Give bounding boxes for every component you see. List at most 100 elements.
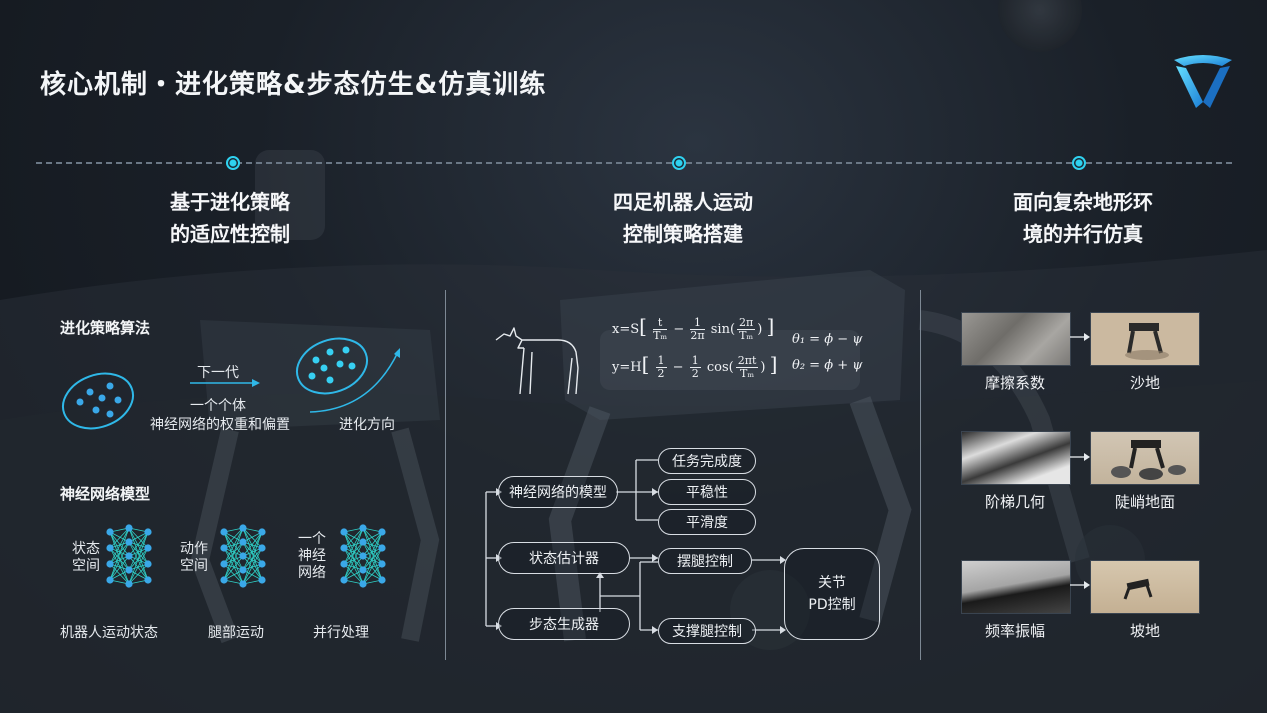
nn-item-1-side-label: 状态 空间 [72, 541, 100, 575]
formula-x-frac-t-num: t [653, 317, 668, 330]
column-head-2-line2: 控制策略搭建 [623, 222, 743, 246]
sand-robot-icon [1125, 323, 1169, 360]
smoothness-box: 平滑度 [658, 509, 756, 535]
terrain-row-3-right-label: 坡地 [1129, 622, 1160, 640]
column-head-1-line1: 基于进化策略 [170, 190, 290, 214]
nn-item-1-caption: 机器人运动状态 [60, 625, 158, 641]
joint-pd-line1: 关节 [818, 575, 846, 591]
neural-network-icon-3 [340, 524, 386, 588]
evolved-population-icon [296, 337, 400, 413]
nn-item-2-side-label: 动作 空间 [180, 541, 208, 575]
terrain-row-1-arrow-icon [1070, 333, 1090, 341]
terrain-row-2-arrow-icon [1070, 453, 1090, 461]
nn-item-2-side-line1: 动作 [180, 541, 208, 557]
formula-x-frac-2-den: Tₘ [739, 329, 754, 342]
page-title: 核心机制・进化策略&步态仿生&仿真训练 [40, 70, 547, 100]
formula-y-prefix: y=H [612, 360, 642, 375]
nn-item-2-side-line2: 空间 [180, 558, 208, 574]
column-head-1-line2: 的适应性控制 [170, 222, 290, 246]
gait-generator-box: 步态生成器 [498, 608, 630, 640]
timeline-node-2 [672, 156, 686, 170]
formula-theta1: θ₁ = ϕ − ψ [792, 332, 863, 347]
column-head-1: 基于进化策略 的适应性控制 [120, 186, 340, 250]
timeline-divider [36, 162, 1232, 166]
nn-model-box: 神经网络的模型 [498, 476, 618, 508]
weights-bias-label: 神经网络的权重和偏置 [150, 417, 290, 433]
friction-texture-image [961, 312, 1071, 366]
column-head-2: 四足机器人运动 控制策略搭建 [568, 186, 798, 250]
formula-x-prefix: x=S [612, 322, 640, 337]
evolution-section-title: 进化策略算法 [60, 319, 151, 337]
population-cluster-icon [62, 372, 134, 430]
nn-item-1-side-line2: 空间 [72, 558, 100, 574]
joint-pd-control-box: 关节 PD控制 [784, 548, 880, 640]
column-divider-2 [920, 290, 921, 660]
slope-terrain-image [1090, 560, 1200, 614]
formula-y-cos: cos( [706, 360, 734, 375]
terrain-row-3-left-label: 频率振幅 [984, 622, 1045, 640]
terrain-row-3-arrow-icon [1070, 581, 1090, 589]
nn-item-3-side-line3: 网络 [298, 565, 326, 581]
nn-item-3-caption: 并行处理 [313, 625, 369, 641]
dog-outline-icon [495, 327, 579, 395]
formula-x-frac-2-num: 2π [737, 316, 756, 330]
nn-model-section-title: 神经网络模型 [60, 485, 151, 503]
formula-x-close: ) [757, 322, 763, 337]
formula-y-frac-half-2-den: 2 [691, 367, 699, 380]
neural-network-icon-2 [220, 524, 266, 588]
slope-robot-icon [1123, 578, 1153, 600]
timeline-node-1 [226, 156, 240, 170]
individual-label: 一个个体 [190, 398, 246, 414]
column-head-3: 面向复杂地形环 境的并行仿真 [968, 186, 1198, 250]
steep-robot-icon [1111, 440, 1186, 480]
stair-geometry-image [961, 431, 1071, 485]
formula-y-frac-3-num: 2πt [735, 354, 759, 368]
control-flow-connectors [485, 459, 786, 634]
formula-y-frac-half-1-num: 1 [655, 354, 667, 368]
formula-x-sin: sin( [710, 322, 736, 337]
nn-item-2-caption: 腿部运动 [208, 625, 264, 641]
formula-x-frac-1-den: 2π [690, 329, 705, 342]
nn-item-1-side-line1: 状态 [72, 541, 100, 557]
formula-y-minus: − [672, 360, 684, 375]
column-divider-1 [445, 290, 446, 660]
formula-x-frac-1-num: 1 [690, 317, 705, 330]
terrain-row-2-right-label: 陡峭地面 [1114, 493, 1175, 511]
terrain-row-1-left-label: 摩擦系数 [984, 374, 1045, 392]
timeline-node-3 [1072, 156, 1086, 170]
nn-item-3-side-line2: 神经 [298, 548, 326, 564]
swing-leg-control-box: 摆腿控制 [658, 548, 752, 574]
terrain-row-1-right-label: 沙地 [1129, 374, 1160, 392]
task-completion-box: 任务完成度 [658, 448, 756, 474]
nn-item-3-side-line1: 一个 [298, 531, 326, 547]
next-generation-arrow-icon [190, 379, 260, 387]
formula-x-minus: − [673, 322, 685, 337]
brand-logo-icon [1174, 55, 1232, 108]
nn-item-3-side-label: 一个 神经 网络 [298, 531, 326, 582]
terrain-row-2-left-label: 阶梯几何 [984, 493, 1045, 511]
stability-box: 平稳性 [658, 479, 756, 505]
formula-y-frac-half-1-den: 2 [657, 367, 665, 380]
formula-x-frac-t-den: Tₘ [653, 329, 668, 342]
next-generation-label: 下一代 [197, 365, 239, 381]
column-head-2-line1: 四足机器人运动 [613, 190, 753, 214]
formula-y-frac-3-den: Tₘ [740, 367, 755, 380]
formula-y-frac-half-2-num: 1 [689, 354, 701, 368]
steep-ground-image [1090, 431, 1200, 485]
support-leg-control-box: 支撑腿控制 [658, 618, 756, 644]
state-estimator-box: 状态估计器 [498, 542, 630, 574]
evolution-direction-label: 进化方向 [339, 417, 395, 433]
formula-y-close: ) [760, 360, 766, 375]
column-head-3-line1: 面向复杂地形环 [1013, 190, 1153, 214]
sand-terrain-image [1090, 312, 1200, 366]
frequency-amplitude-image [961, 560, 1071, 614]
joint-pd-line2: PD控制 [808, 597, 856, 613]
